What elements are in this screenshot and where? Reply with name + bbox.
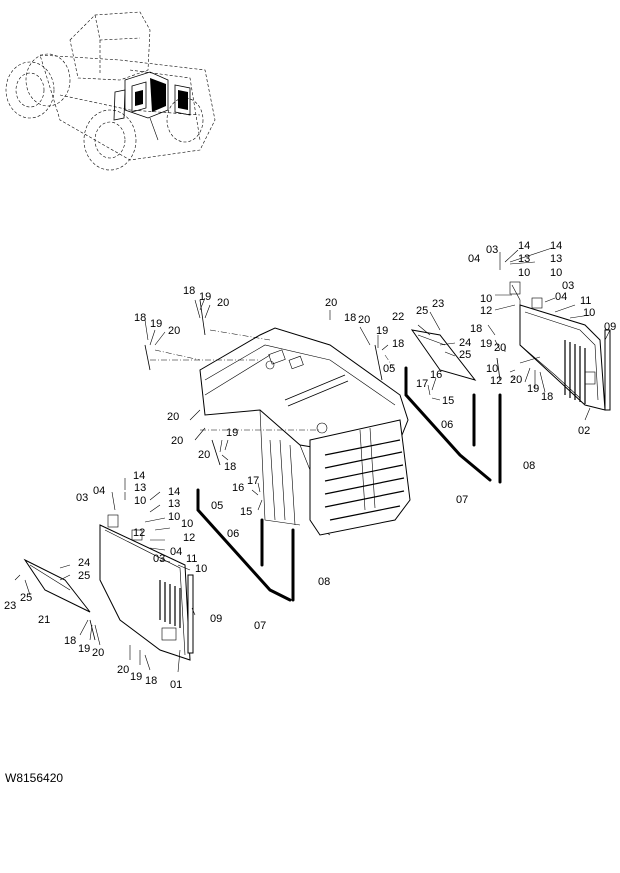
callout-20-c49: 20 [171,435,183,447]
callout-19-c17: 19 [480,338,492,350]
callout-10-c10: 10 [480,293,492,305]
callout-11-c11: 11 [580,295,591,307]
callout-20-c25: 20 [168,325,180,337]
callout-14-c53: 14 [133,470,145,482]
callout-03-c65: 03 [153,553,165,565]
callout-10-c62: 10 [181,518,193,530]
callout-19-c29: 19 [199,291,211,303]
callout-19-c38: 19 [527,383,539,395]
callout-11-c66: 11 [186,553,197,565]
callout-05-c40: 05 [383,363,395,375]
callout-15-c70: 15 [240,506,252,518]
engine-hood [150,327,411,536]
callout-18-c86: 18 [145,675,157,687]
callout-19-c85: 19 [130,671,142,683]
callout-12-c13: 12 [480,305,492,317]
callout-18-c81: 18 [64,635,76,647]
deflector-plates [23,329,477,613]
callout-20-c48: 20 [167,411,179,423]
seal-strips [196,366,502,602]
callout-19-c31: 19 [376,325,388,337]
callout-22-c22: 22 [392,311,404,323]
callout-23-c21: 23 [432,298,444,310]
callout-10-c14: 10 [583,307,595,319]
callout-17-c42: 17 [416,378,428,390]
callout-20-c30: 20 [217,297,229,309]
callout-08-c73: 08 [318,576,330,588]
callout-18-c16: 18 [470,323,482,335]
callout-20-c84: 20 [117,664,129,676]
callout-14-c58: 14 [168,486,180,498]
callout-10-c60: 10 [168,511,180,523]
callout-04-c4: 04 [468,253,480,265]
callout-03-c1: 03 [486,244,498,256]
callout-25-c27: 25 [459,349,471,361]
callout-13-c6: 13 [550,253,562,265]
callout-20-c18: 20 [494,342,506,354]
callout-07-c74: 07 [254,620,266,632]
callout-18-c32: 18 [392,338,404,350]
gas-struts [89,299,501,641]
callout-21-c79: 21 [38,614,50,626]
callout-10-c35: 10 [486,363,498,375]
callout-14-c2: 14 [518,240,530,252]
callout-02-c44: 02 [578,425,590,437]
callout-19-c24: 19 [150,318,162,330]
callout-18-c33: 18 [344,312,356,324]
callout-24-c75: 24 [78,557,90,569]
callout-12-c61: 12 [133,527,145,539]
callout-20-c19: 20 [325,297,337,309]
callout-18-c23: 18 [134,312,146,324]
callout-03-c9: 03 [562,280,574,292]
callout-10-c67: 10 [195,563,207,575]
callout-06-c72: 06 [227,528,239,540]
callout-12-c36: 12 [490,375,502,387]
callout-04-c63: 04 [170,546,182,558]
callout-04-c56: 04 [93,485,105,497]
callout-14-c3: 14 [550,240,562,252]
callout-09-c15: 09 [604,321,616,333]
callout-18-c39: 18 [541,391,553,403]
callout-04-c12: 04 [555,291,567,303]
callout-08-c46: 08 [523,460,535,472]
callout-17-c68: 17 [247,475,259,487]
drawing-code: W8156420 [5,771,63,785]
callout-15-c43: 15 [442,395,454,407]
callout-01-c87: 01 [170,679,182,691]
callout-13-c54: 13 [134,482,146,494]
callout-10-c57: 10 [134,495,146,507]
callout-23-c78: 23 [4,600,16,612]
callout-16-c69: 16 [232,482,244,494]
callout-09-c80: 09 [210,613,222,625]
callout-25-c20: 25 [416,305,428,317]
callout-20-c34: 20 [358,314,370,326]
callout-12-c64: 12 [183,532,195,544]
callout-25-c77: 25 [20,592,32,604]
leader-lines [14,247,611,673]
callout-05-c71: 05 [211,500,223,512]
side-panel-left [99,514,194,661]
callout-19-c82: 19 [78,643,90,655]
callout-03-c55: 03 [76,492,88,504]
side-panel-right [509,281,611,411]
callout-20-c51: 20 [198,449,210,461]
callout-13-c59: 13 [168,498,180,510]
callout-20-c83: 20 [92,647,104,659]
callout-24-c26: 24 [459,337,471,349]
callout-10-c7: 10 [518,267,530,279]
callout-18-c52: 18 [224,461,236,473]
callout-10-c8: 10 [550,267,562,279]
callout-18-c28: 18 [183,285,195,297]
callout-19-c50: 19 [226,427,238,439]
callout-06-c45: 06 [441,419,453,431]
callout-13-c5: 13 [518,253,530,265]
callout-16-c41: 16 [430,369,442,381]
callout-25-c76: 25 [78,570,90,582]
callout-07-c47: 07 [456,494,468,506]
machine-overview-thumbnail [5,11,216,171]
callout-20-c37: 20 [510,374,522,386]
